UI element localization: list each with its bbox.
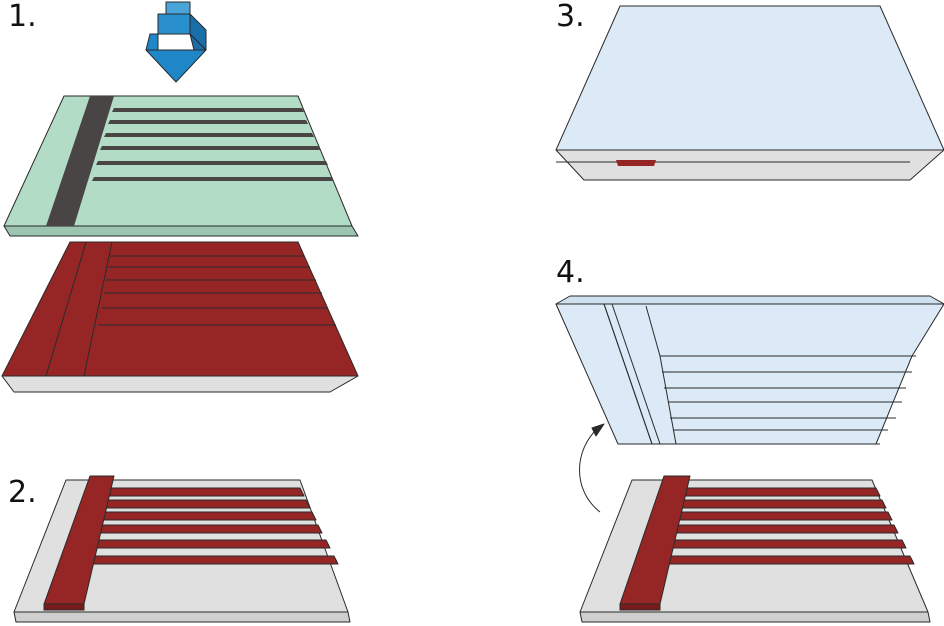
stamp-stripe xyxy=(96,161,328,165)
stamp-dark-band xyxy=(46,96,114,226)
step-label-4: 4. xyxy=(556,255,585,290)
stamp-stripe xyxy=(112,108,304,112)
red-finger xyxy=(663,555,915,565)
stamp-stripe xyxy=(92,177,334,181)
step-label-2: 2. xyxy=(8,475,37,510)
step-label-3: 3. xyxy=(556,0,585,34)
red-coated-substrate xyxy=(1,241,359,393)
curved-arrow-icon xyxy=(579,423,605,513)
mold-block-step-3 xyxy=(555,5,944,181)
red-finger xyxy=(87,555,339,565)
red-finger xyxy=(107,487,305,497)
patterned-substrate-step-4 xyxy=(579,475,931,623)
stamp-stripe xyxy=(100,146,320,150)
flipped-mold-step-4 xyxy=(555,295,944,445)
red-finger xyxy=(103,499,311,509)
red-finger xyxy=(91,539,331,549)
red-finger xyxy=(671,524,899,534)
down-arrow-icon xyxy=(145,1,207,83)
red-finger xyxy=(683,487,881,497)
red-finger xyxy=(675,511,893,521)
step-label-1: 1. xyxy=(8,0,37,34)
red-tab xyxy=(616,160,656,166)
patterned-substrate-step-2 xyxy=(13,475,351,623)
stamp-stripe xyxy=(108,120,308,124)
red-finger xyxy=(99,511,317,521)
red-finger xyxy=(95,524,323,534)
red-finger xyxy=(667,539,907,549)
green-stamp xyxy=(3,95,359,237)
stamp-stripe xyxy=(104,133,314,137)
red-finger xyxy=(679,499,887,509)
